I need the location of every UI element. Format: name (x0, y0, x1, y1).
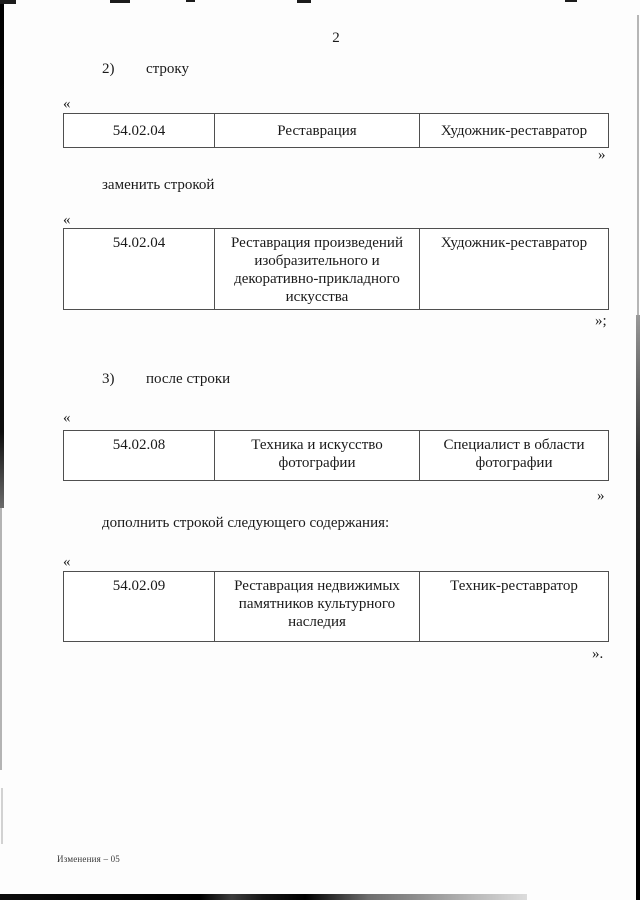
clause-2-text: строку (146, 61, 189, 77)
clause-2-label: 2) (102, 61, 115, 77)
row-table-3: 54.02.08 Техника и искусство фотографии … (63, 430, 609, 481)
open-quote-mark-1: « (63, 96, 71, 112)
code-cell: 54.02.08 (64, 431, 215, 480)
scan-artifact-left-edge-dark (0, 0, 4, 508)
scan-artifact-right-edge-dark (636, 315, 640, 900)
close-quote-mark-4: ». (592, 646, 604, 662)
scan-artifact-speck (297, 0, 311, 3)
close-quote-mark-1: » (598, 147, 606, 163)
open-quote-mark-3: « (63, 410, 71, 426)
specialty-cell: Техника и искусство фотографии (215, 431, 420, 480)
qualification-cell: Художник-реставратор (440, 235, 588, 251)
open-quote-mark-4: « (63, 554, 71, 570)
clause-3-label: 3) (102, 371, 115, 387)
clause-2: 2) строку (102, 61, 189, 78)
append-instruction: дополнить строкой следующего содержания: (102, 515, 390, 531)
specialty-cell: Реставрация (215, 114, 420, 147)
close-quote-mark-3: » (597, 488, 605, 504)
scan-artifact-speck (565, 0, 577, 2)
clause-3: 3) после строки (102, 371, 230, 388)
page-number: 2 (332, 30, 340, 46)
scan-artifact-left-edge-faint (1, 788, 3, 844)
code-cell: 54.02.09 (64, 572, 215, 641)
code-cell: 54.02.04 (64, 114, 215, 147)
specialty-cell: Реставрация недвижимых памятников культу… (215, 572, 420, 641)
row-table-1: 54.02.04 Реставрация Художник-реставрато… (63, 113, 609, 148)
qualification-cell: Техник-реставратор (450, 578, 578, 594)
qualification-cell: Специалист в области фотографии (443, 437, 585, 471)
open-quote-mark-2: « (63, 212, 71, 228)
scan-artifact-left-edge-light (0, 508, 2, 770)
scan-artifact-right-edge-faint (637, 15, 639, 315)
code-cell: 54.02.04 (64, 229, 215, 309)
scan-artifact-bottom-bar (0, 894, 527, 900)
replace-instruction: заменить строкой (102, 177, 215, 193)
scan-artifact-speck (110, 0, 130, 3)
clause-3-text: после строки (146, 371, 231, 387)
qualification-cell: Художник-реставратор (440, 123, 588, 139)
row-table-4: 54.02.09 Реставрация недвижимых памятник… (63, 571, 609, 642)
footer-revision-note: Изменения – 05 (57, 854, 121, 864)
scan-artifact-speck (186, 0, 195, 2)
scan-artifact-speck (0, 0, 16, 4)
specialty-cell: Реставрация произведений изобразительног… (215, 229, 420, 309)
row-table-2: 54.02.04 Реставрация произведений изобра… (63, 228, 609, 310)
close-quote-mark-2: »; (595, 313, 607, 329)
